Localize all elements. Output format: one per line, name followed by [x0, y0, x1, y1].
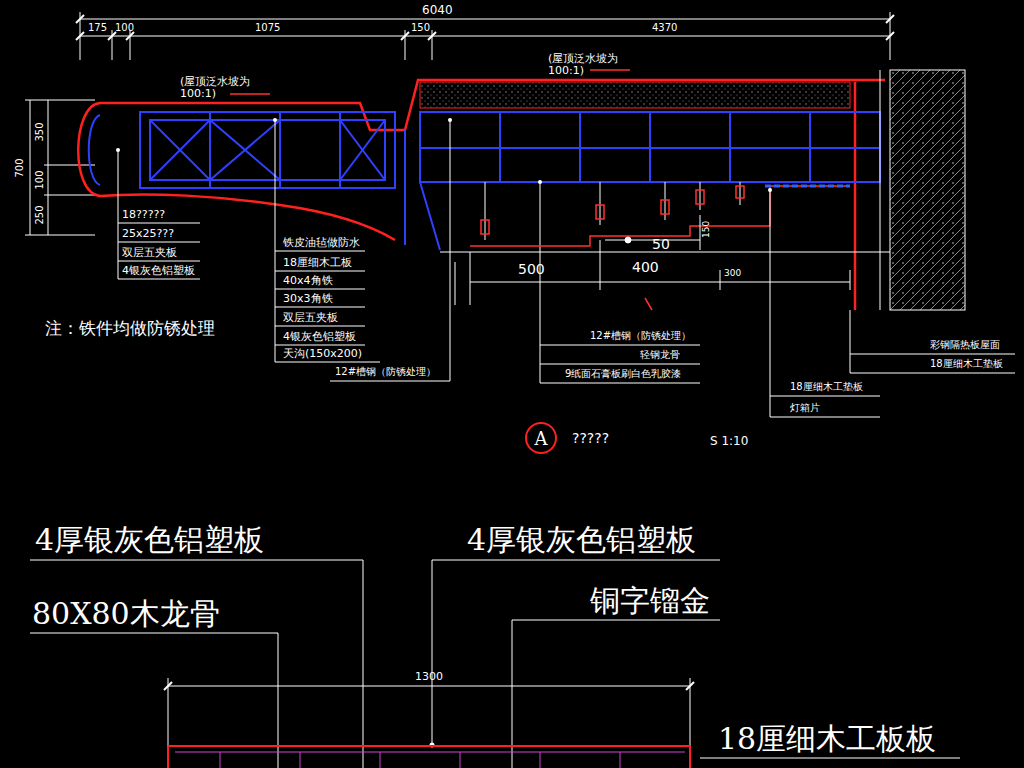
drawing-label: 18厘细木工垫板	[790, 381, 863, 393]
drawing-label: 400	[632, 259, 659, 276]
drawing-label: ?????	[572, 430, 609, 447]
drawing-label: 18厘细木工垫板	[930, 358, 1003, 370]
drawing-label: 250	[34, 205, 46, 224]
drawing-label: 300	[724, 268, 741, 279]
drawing-label: 350	[34, 122, 46, 141]
drawing-label: (屋顶泛水坡为 100:1)	[548, 53, 632, 77]
marker-letter: A	[535, 428, 548, 449]
drawing-label: 4370	[652, 22, 677, 34]
material-callout: 4厚银灰色铝塑板	[35, 522, 264, 558]
drawing-label: 天沟(150x200)	[283, 347, 362, 360]
drawing-label: 40x4角铁	[283, 274, 333, 287]
drawing-label: 18厘细木工板	[283, 256, 352, 269]
drawing-label: 双层五夹板	[122, 246, 177, 259]
drawing-label: 4银灰色铝塑板	[283, 330, 356, 343]
drawing-label: 彩钢隔热板屋面	[930, 339, 1000, 351]
section-marker: A	[525, 422, 557, 454]
drawing-label: 50	[652, 236, 670, 253]
drawing-label: 轻钢龙骨	[640, 349, 680, 361]
drawing-label: 500	[518, 261, 545, 278]
drawing-label: 30x3角铁	[283, 292, 333, 305]
drawing-label: 双层五夹板	[283, 311, 338, 324]
drawing-label: 6040	[422, 3, 453, 17]
drawing-label: 150	[411, 22, 430, 34]
drawing-label: 4银灰色铝塑板	[122, 264, 195, 277]
drawing-label: 12#槽钢（防锈处理）	[335, 366, 436, 378]
drawing-label: 铁皮油毡做防水	[283, 236, 360, 249]
drawing-label: 700	[14, 158, 26, 177]
drawing-label: 12#槽钢（防锈处理）	[590, 330, 691, 342]
material-callout: 铜字镏金	[590, 583, 710, 619]
drawing-label: 100	[115, 22, 134, 34]
drawing-label: 150	[702, 220, 713, 237]
drawing-label: S 1:10	[710, 434, 748, 448]
material-callout: 4厚银灰色铝塑板	[467, 522, 696, 558]
drawing-label: 18?????	[122, 208, 165, 221]
drawing-label: 1075	[255, 22, 280, 34]
drawing-label: (屋顶泛水坡为 100:1)	[180, 76, 264, 100]
drawing-label: 9纸面石膏板刷白色乳胶漆	[565, 368, 681, 380]
material-callout: 18厘细木工板板	[718, 721, 936, 757]
drawing-label: 100	[34, 170, 46, 189]
drawing-label: 175	[88, 22, 107, 34]
drawing-label: 1300	[415, 670, 443, 683]
drawing-label: 灯箱片	[790, 402, 820, 414]
material-callout: 80X80木龙骨	[32, 596, 220, 632]
drawing-label: 25x25???	[122, 227, 174, 240]
drawing-label: 注：铁件均做防锈处理	[45, 318, 215, 338]
